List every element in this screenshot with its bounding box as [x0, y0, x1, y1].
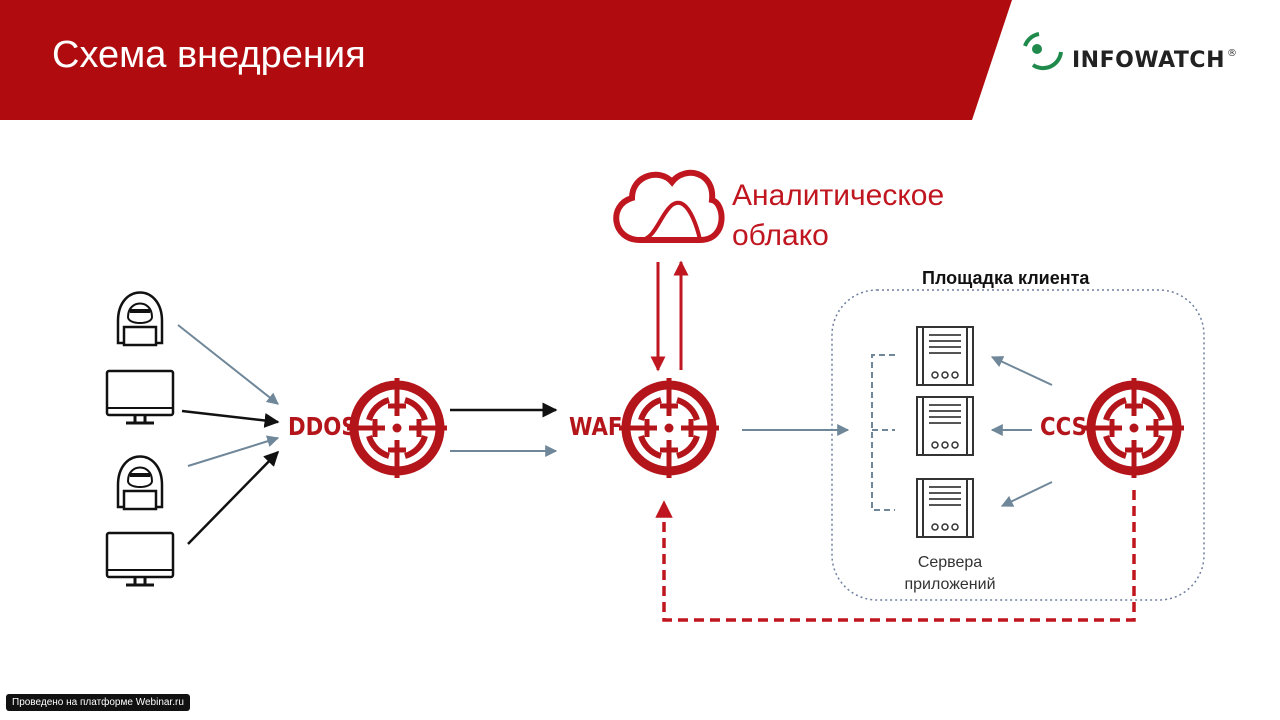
arrow-attack	[177, 324, 279, 405]
cloud-label: Аналитическое облако	[732, 176, 944, 256]
waf-label: WAF	[569, 412, 623, 441]
client-site-boundary	[831, 289, 1205, 601]
arrow-legit	[187, 450, 280, 545]
arrow-ccs-server	[990, 356, 1053, 386]
ccs-label: CCS	[1040, 412, 1087, 441]
webinar-badge[interactable]: Проведено на платформе Webinar.ru	[6, 694, 190, 711]
registered-mark: ®	[1227, 48, 1237, 59]
servers-label-line2: приложений	[904, 576, 996, 593]
cloud-label-line1: Аналитическое	[732, 179, 945, 212]
server-icon	[916, 396, 974, 456]
client-site-title: Площадка клиента	[918, 268, 1094, 289]
waf-target-icon	[619, 378, 719, 478]
arrow-ccs-server	[1000, 481, 1053, 507]
servers-label: Сервера приложений	[880, 552, 1020, 596]
infowatch-logo: INFOWATCH ®	[1068, 48, 1237, 73]
hacker-icon	[116, 454, 164, 511]
ddos-label: DDOS	[288, 412, 357, 441]
arrow-ccs-to-waf-feedback	[655, 490, 1136, 622]
cloud-label-line2: облако	[732, 219, 829, 252]
monitor-icon	[105, 369, 175, 425]
cloud-icon	[613, 169, 725, 243]
server-icon	[916, 478, 974, 538]
ccs-target-icon	[1084, 378, 1184, 478]
hacker-icon	[116, 290, 164, 347]
header-band	[0, 0, 1012, 120]
arrow-attack	[187, 435, 280, 467]
page-title: Схема внедрения	[52, 34, 366, 76]
server-icon	[916, 326, 974, 386]
arrow-legit	[181, 409, 280, 428]
servers-label-line1: Сервера	[917, 554, 983, 571]
infowatch-logo-icon	[1023, 32, 1063, 71]
ddos-target-icon	[347, 378, 447, 478]
server-link-lines	[871, 354, 895, 511]
logo-text: INFOWATCH	[1072, 48, 1225, 73]
monitor-icon	[105, 531, 175, 587]
